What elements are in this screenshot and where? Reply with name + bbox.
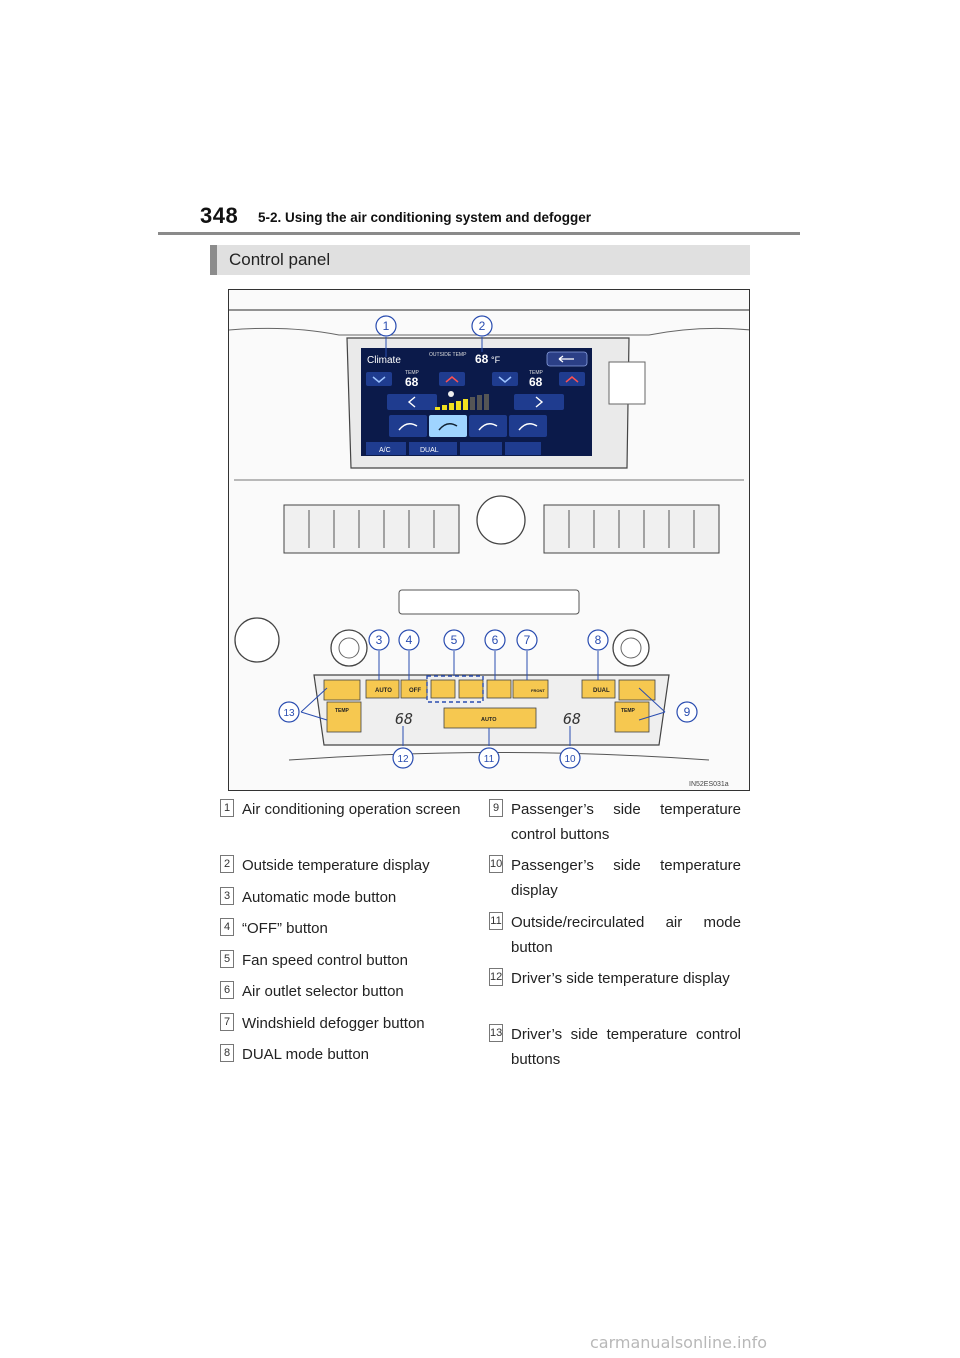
legend-number: 6 [220, 981, 234, 999]
legend-number: 13 [489, 1024, 503, 1042]
legend-number: 9 [489, 799, 503, 817]
legend-text: Fan speed control button [242, 952, 408, 969]
legend-number: 2 [220, 855, 234, 873]
screen-left-temp-label: TEMP [405, 370, 420, 376]
legend-text: Windshield defogger button [242, 1015, 425, 1032]
screen-title: Climate [367, 355, 401, 366]
legend-number: 5 [220, 950, 234, 968]
legend-text: DUAL mode button [242, 1046, 370, 1063]
legend-text: Driver’s side temperature display [511, 970, 730, 987]
callout-8: 8 [595, 633, 602, 647]
legend-item-6: 6 Air outlet selector button [220, 979, 460, 1004]
legend-number: 11 [489, 912, 503, 930]
legend-number: 3 [220, 887, 234, 905]
panel-driver-display: 68 [395, 710, 413, 728]
legend-item-1: 1 Air conditioning operation screen [220, 797, 460, 847]
callout-3: 3 [376, 633, 383, 647]
legend-item-13: 13 Driver’s side temperature control but… [489, 1022, 741, 1072]
legend-item-3: 3 Automatic mode button [220, 885, 460, 910]
screen-left-temp: 68 [405, 375, 419, 389]
panel-dual-label: DUAL [593, 688, 610, 694]
callout-2: 2 [479, 319, 486, 333]
callout-9: 9 [684, 705, 691, 719]
legend-text: Passenger’s side temperature display [511, 857, 741, 899]
screen-outside-label: OUTSIDE TEMP [429, 352, 467, 358]
callout-13: 13 [283, 708, 295, 719]
callout-5: 5 [451, 633, 458, 647]
panel-front-label: FRONT [531, 688, 545, 693]
legend-text: Outside/recirculated air mode button [511, 914, 741, 956]
legend-text: “OFF” button [242, 920, 328, 937]
panel-off-label: OFF [409, 688, 421, 694]
header-rule [158, 232, 800, 235]
panel-passenger-display: 68 [563, 710, 581, 728]
legend-item-10: 10 Passenger’s side temperature display [489, 853, 741, 903]
callout-1: 1 [383, 319, 390, 333]
control-panel-heading: Control panel [210, 245, 750, 275]
panel-passenger-temp-label: TEMP [621, 708, 636, 714]
figure-code: IN52ES031a [689, 781, 729, 788]
panel-driver-temp-label: TEMP [335, 708, 350, 714]
screen-outside-unit: °F [491, 355, 501, 365]
legend-text: Outside temperature display [242, 857, 430, 874]
control-panel-figure: Climate OUTSIDE TEMP 68 °F TEMP 68 TEMP … [228, 289, 750, 791]
legend-text: Air outlet selector button [242, 983, 404, 1000]
panel-auto-label: AUTO [375, 688, 392, 694]
callout-10: 10 [564, 754, 576, 765]
page-number: 348 [200, 203, 239, 228]
legend-number: 10 [489, 855, 503, 873]
callout-12: 12 [397, 754, 409, 765]
legend-number: 4 [220, 918, 234, 936]
legend-item-4: 4 “OFF” button [220, 916, 460, 941]
panel-center-auto-label: AUTO [481, 717, 497, 723]
legend-text: Automatic mode button [242, 889, 397, 906]
legend-item-9: 9 Passenger’s side temperature control b… [489, 797, 741, 847]
legend-item-2: 2 Outside temperature display [220, 853, 460, 878]
legend-text: Air conditioning operation screen [242, 801, 461, 818]
callout-6: 6 [492, 633, 499, 647]
callout-11: 11 [484, 754, 495, 765]
screen-dual-button: DUAL [420, 447, 439, 454]
legend-item-7: 7 Windshield defogger button [220, 1011, 460, 1036]
screen-ac-button: A/C [379, 447, 391, 454]
legend-text: Passenger’s side temperature control but… [511, 801, 741, 843]
section-title: 5-2. Using the air conditioning system a… [258, 210, 592, 225]
watermark: carmanualsonline.info [590, 1333, 768, 1352]
legend-item-5: 5 Fan speed control button [220, 948, 460, 973]
screen-outside-temp: 68 [475, 352, 489, 366]
callout-7: 7 [524, 633, 531, 647]
heading-text: Control panel [229, 250, 331, 269]
legend-item-11: 11 Outside/recirculated air mode button [489, 910, 741, 960]
legend-item-8: 8 DUAL mode button [220, 1042, 460, 1067]
screen-right-temp-label: TEMP [529, 370, 544, 376]
legend-number: 1 [220, 799, 234, 817]
legend-item-12: 12 Driver’s side temperature display [489, 966, 741, 1016]
callout-4: 4 [406, 633, 413, 647]
legend-number: 8 [220, 1044, 234, 1062]
legend-number: 12 [489, 968, 503, 986]
legend-text: Driver’s side temperature control button… [511, 1026, 741, 1068]
legend-number: 7 [220, 1013, 234, 1031]
screen-right-temp: 68 [529, 375, 543, 389]
